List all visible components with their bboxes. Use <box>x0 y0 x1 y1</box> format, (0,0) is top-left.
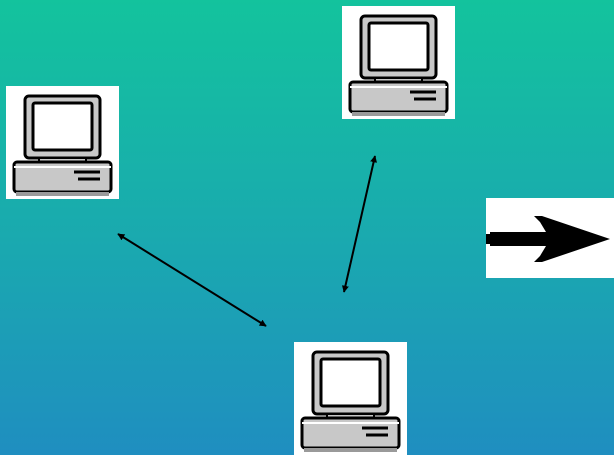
right-arrow-icon <box>486 216 610 262</box>
next-slide-button[interactable] <box>486 198 614 278</box>
computer-node-bottom <box>294 342 407 455</box>
arrow-top-to-bottom <box>341 155 378 293</box>
desktop-computer-icon <box>12 94 113 196</box>
desktop-computer-icon <box>348 14 449 116</box>
computer-node-left <box>6 86 119 199</box>
computer-node-top <box>342 6 455 119</box>
arrow-left-to-bottom <box>117 233 267 327</box>
desktop-computer-icon <box>300 350 401 452</box>
